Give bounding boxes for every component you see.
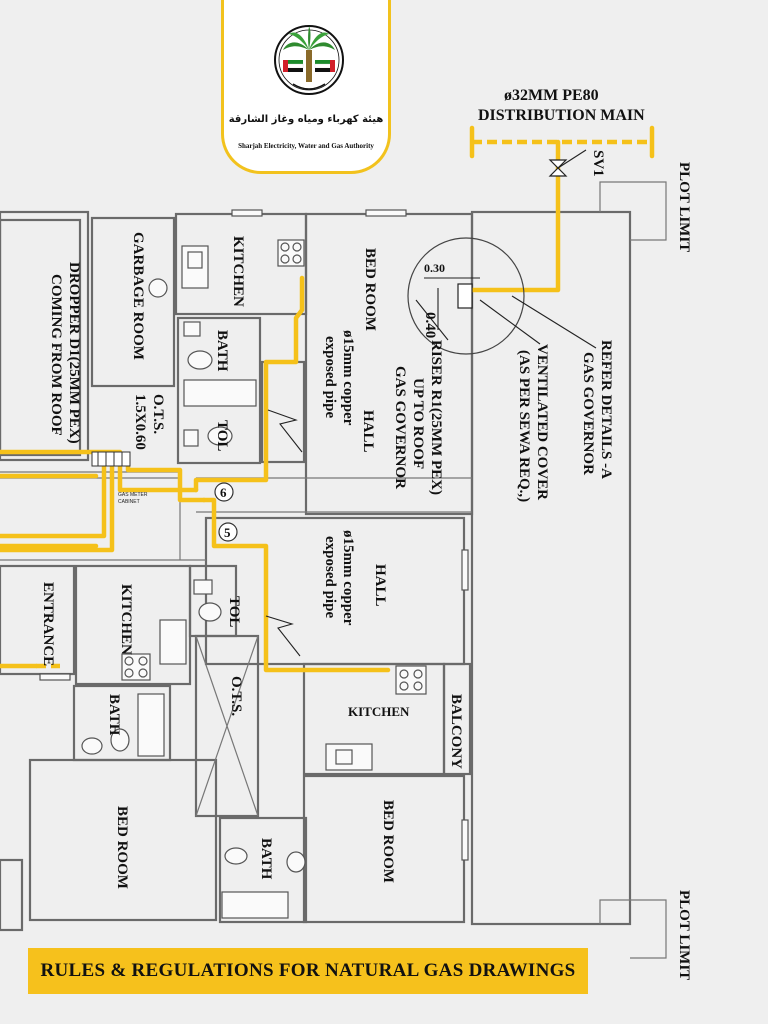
authority-name-english: Sharjah Electricity, Water and Gas Autho… [238,142,374,150]
ots-lower: O.T.S. [228,676,244,716]
rules-banner-title: RULES & REGULATIONS FOR NATURAL GAS DRAW… [40,960,576,981]
plot-limit-top: PLOT LIMIT [676,162,692,252]
room-hall-a: HALL [360,410,376,453]
copper-note-leader-lower [265,615,301,657]
room-kitchen-a: KITCHEN [230,236,246,307]
dropper-line2: COMING FROM ROOF [48,274,64,436]
service-valve-icon [548,149,587,177]
fixtures [81,239,427,919]
room-bath-c: BATH [258,838,274,880]
meter-cabinet-line1: GAS METER [118,492,148,498]
room-garbage: GARBAGE ROOM [130,232,146,360]
room-bath-a: BATH [214,330,230,372]
ots-upper-line2: 1.5X0.60 [132,394,148,450]
authority-logo-card: هيئة كهرباء ومياه وغاز الشارقة Sharjah E… [221,0,391,174]
copper-lower-line1: ø15mm copper [340,530,356,626]
meter-cabinet-line2: CABINET [118,499,140,505]
main-line2: DISTRIBUTION MAIN [478,107,645,124]
room-kitchen-b: KITCHEN [118,584,134,655]
ventilated-line2: (AS PER SEWA REQ.,) [516,350,532,502]
rules-banner: RULES & REGULATIONS FOR NATURAL GAS DRAW… [28,948,588,994]
room-toilet-a: TOL [214,420,230,451]
service-line-pipe [463,139,561,293]
copper-upper-line2: exposed pipe [322,336,338,418]
marker-6: 6 [214,482,234,502]
authority-name-arabic: هيئة كهرباء ومياه وغاز الشارقة [228,114,384,125]
copper-lower-line2: exposed pipe [322,536,338,618]
room-bedroom-a: BED ROOM [362,248,378,331]
room-bedroom-c: BED ROOM [380,800,396,883]
room-bedroom-b: BED ROOM [114,806,130,889]
refer-line1: REFER DETAILS -A [598,340,614,479]
room-balcony: BALCONY [448,694,464,769]
riser-line1: RISER R1(25MM PEX) [428,340,444,495]
riser-line3: GAS GOVERNOR [392,366,408,489]
ots-upper-line1: O.T.S. [150,394,166,434]
copper-upper-line1: ø15mm copper [340,330,356,426]
room-bath-b: BATH [106,694,122,736]
gas-piping [0,125,655,673]
marker-5: 5 [218,522,238,542]
room-kitchen-c: KITCHEN [348,704,410,719]
dim-vertical: 0.40 [422,312,438,338]
room-hall-b: HALL [372,564,388,607]
dim-horizontal: 0.30 [424,261,445,275]
main-line1: ø32MM PE80 [504,87,599,104]
room-toilet-b: TOL [226,596,242,627]
refer-line2: GAS GOVERNOR [580,352,596,475]
valve-label: SV1 [590,150,606,177]
copper-note-leader-upper [267,409,303,453]
governor-detail-callout [407,237,597,355]
ventilated-line1: VENTILATED COVER [534,344,550,500]
riser-line2: UP TO ROOF [410,378,426,469]
dropper-line1: DROPPER D1(25MM PEX) [66,262,82,444]
gas-meter-cabinet [91,451,131,467]
marker-6-label: 6 [220,485,227,500]
plot-limit-bottom: PLOT LIMIT [676,890,692,980]
palm-tree-flags-emblem-icon [274,25,344,95]
room-entrance: ENTRANCE [40,582,56,666]
marker-5-label: 5 [224,525,231,540]
